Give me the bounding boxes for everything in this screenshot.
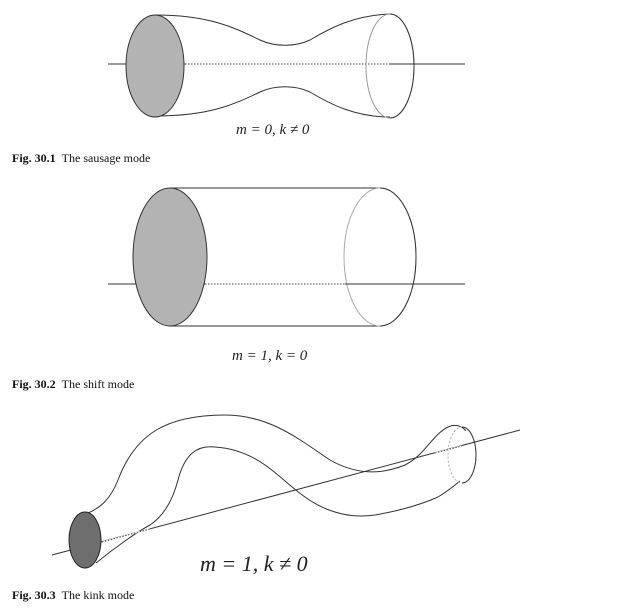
caption-text: The sausage mode: [61, 151, 151, 165]
figure-caption: Fig. 30.3 The kink mode: [12, 588, 134, 603]
figure-number: Fig. 30.1: [12, 151, 56, 165]
cross-section-ellipse: [125, 14, 185, 118]
caption-text: The kink mode: [61, 588, 135, 602]
mode-formula: m = 0, k ≠ 0: [236, 122, 310, 138]
caption-text: The shift mode: [61, 377, 135, 391]
tube-outline-bottom: [154, 86, 391, 118]
shift-mode-diagram: [108, 187, 465, 327]
figure-number: Fig. 30.3: [12, 588, 56, 602]
figure-sausage-mode: m = 0, k ≠ 0: [0, 0, 620, 150]
sausage-mode-diagram: [108, 13, 465, 119]
figure-caption: Fig. 30.1 The sausage mode: [12, 151, 150, 166]
tube-outline-upper: [87, 414, 467, 514]
tube-outline-top: [154, 13, 391, 46]
kink-mode-diagram: [51, 414, 521, 569]
figure-number: Fig. 30.2: [12, 377, 56, 391]
figure-caption: Fig. 30.2 The shift mode: [12, 377, 134, 392]
figure-kink-mode: m = 1, k ≠ 0: [0, 405, 620, 580]
mode-formula: m = 1, k ≠ 0: [200, 551, 308, 576]
mode-formula: m = 1, k = 0: [232, 348, 308, 364]
cross-section-ellipse: [68, 511, 102, 569]
figure-shift-mode: m = 1, k = 0: [0, 172, 620, 372]
cross-section-ellipse: [132, 187, 208, 327]
tube-outline-lower: [95, 446, 461, 564]
